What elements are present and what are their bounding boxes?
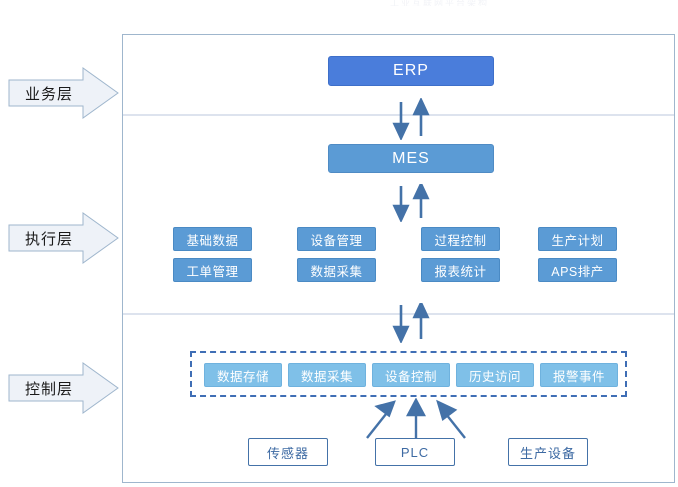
converging-arrows-icon — [366, 397, 466, 439]
control-chip-data-acquisition[interactable]: 数据采集 — [288, 363, 366, 387]
device-box-production-equipment[interactable]: 生产设备 — [508, 438, 588, 466]
layer-tag-business: 业务层 — [8, 66, 120, 120]
module-chip-production-plan[interactable]: 生产计划 — [538, 227, 617, 251]
layer-divider-business-execution — [123, 114, 674, 116]
control-chip-data-storage[interactable]: 数据存储 — [204, 363, 282, 387]
module-chip-process-control[interactable]: 过程控制 — [421, 227, 500, 251]
layer-divider-execution-control — [123, 313, 674, 315]
arrow-shape-icon — [8, 67, 119, 119]
page-title-faint: 工业互联网平台架构 — [390, 0, 490, 6]
device-box-sensor[interactable]: 传感器 — [248, 438, 328, 466]
connector-erp-mes — [388, 96, 436, 145]
connector-modules-control — [388, 299, 436, 348]
control-chip-device-control[interactable]: 设备控制 — [372, 363, 450, 387]
layer-tag-execution: 执行层 — [8, 211, 120, 265]
layer-tag-control: 控制层 — [8, 361, 120, 415]
control-layer-group — [190, 351, 627, 397]
module-chip-aps-scheduling[interactable]: APS排产 — [538, 258, 617, 282]
control-chip-history-access[interactable]: 历史访问 — [456, 363, 534, 387]
module-chip-equipment-management[interactable]: 设备管理 — [297, 227, 376, 251]
module-chip-work-order-management[interactable]: 工单管理 — [173, 258, 252, 282]
connector-mes-modules — [388, 180, 436, 227]
arrow-shape-icon — [8, 362, 119, 414]
bidirectional-arrow-icon — [392, 180, 430, 224]
device-box-plc[interactable]: PLC — [375, 438, 455, 466]
module-chip-report-statistics[interactable]: 报表统计 — [421, 258, 500, 282]
module-chip-data-acquisition[interactable]: 数据采集 — [297, 258, 376, 282]
arrow-shape-icon — [8, 212, 119, 264]
mes-box[interactable]: MES — [328, 144, 494, 173]
module-chip-base-data[interactable]: 基础数据 — [173, 227, 252, 251]
control-chip-alarm-event[interactable]: 报警事件 — [540, 363, 618, 387]
bidirectional-arrow-icon — [392, 96, 430, 142]
connector-devices-control — [355, 397, 477, 445]
bidirectional-arrow-icon — [392, 299, 430, 345]
erp-box[interactable]: ERP — [328, 56, 494, 86]
